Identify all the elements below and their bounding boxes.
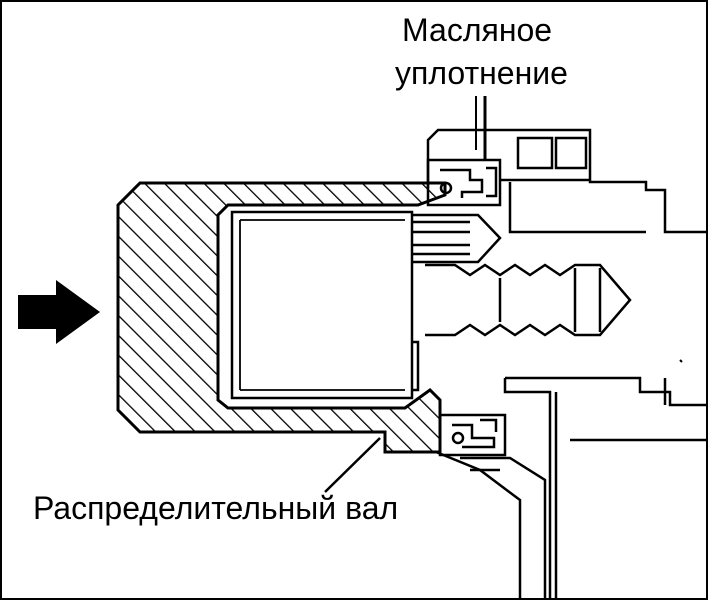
engine-housing [426,128,706,600]
oil-seal-lower [438,413,507,457]
arrow-right-icon [18,280,100,344]
tool-inner-cavity [230,210,414,400]
camshaft-leader-line [324,437,381,493]
oil-seal-label-line2: уплотнение [395,55,568,91]
oil-seal-label-line1: Масляное [402,12,553,48]
camshaft-label: Распределительный вал [33,490,399,526]
scan-mark [679,359,683,363]
camshaft-bolt [425,263,632,337]
seal-installer-tool [116,181,447,454]
tool-inner-wall [239,219,405,391]
